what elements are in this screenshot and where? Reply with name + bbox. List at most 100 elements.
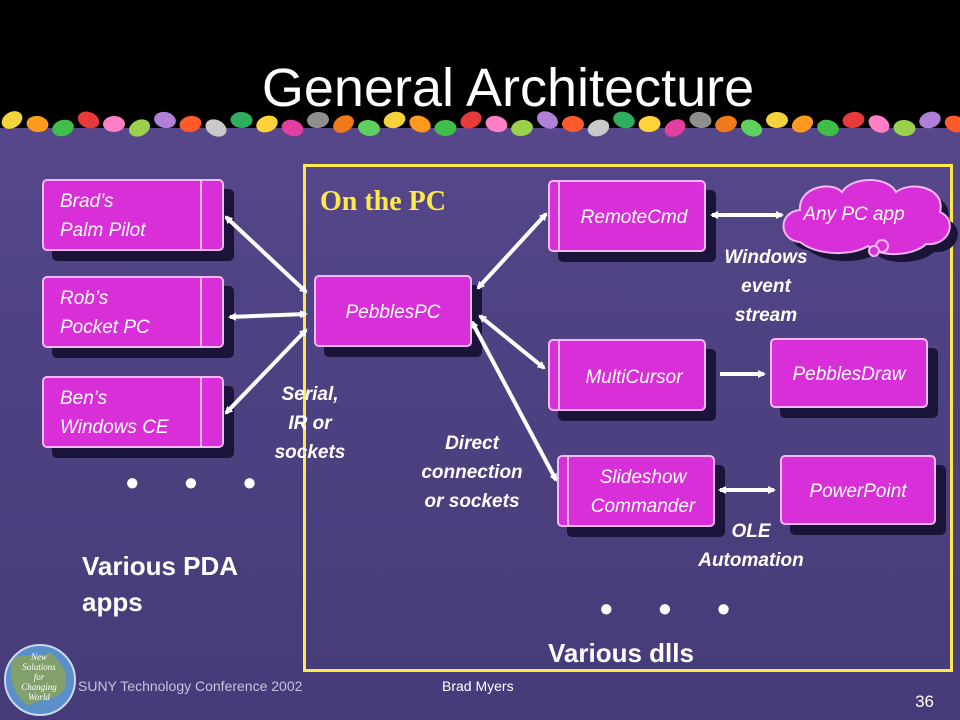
dll-caption: Various dlls [548, 638, 694, 668]
multicursor-label: MultiCursor [585, 367, 683, 388]
bead [562, 115, 584, 133]
arrow-pocketpc-hub [228, 310, 308, 321]
pc-section-frame [303, 164, 953, 672]
arrow-hub-remotecmd [476, 212, 548, 290]
remotecmd-label: RemoteCmd [580, 207, 688, 228]
pda-caption: Various PDA apps [82, 548, 238, 620]
pda-label-line2: Palm Pilot [60, 220, 146, 241]
pc-section-label: On the PC [320, 186, 446, 217]
bead [715, 115, 737, 133]
bead [740, 119, 763, 137]
windows-event-label: Windows event stream [706, 243, 826, 330]
arrow-hub-multicursor [478, 314, 546, 370]
bead [485, 115, 508, 133]
globe-word: Solutions [22, 662, 56, 672]
pda-box-pocketpc[interactable]: Rob’s Pocket PC [42, 276, 224, 348]
bead [766, 112, 788, 128]
bead [587, 119, 610, 137]
serial-line3: sockets [274, 442, 346, 463]
slideshow-commander-box[interactable]: Slideshow Commander [557, 455, 715, 527]
cloud-bubble-2 [868, 245, 880, 257]
bead [613, 111, 635, 129]
multicursor-box[interactable]: MultiCursor [548, 339, 706, 411]
dll-ellipsis: • • • [600, 588, 748, 629]
globe-word: for [33, 672, 45, 682]
bead [511, 119, 533, 137]
pda-label-line1: Ben’s [60, 388, 108, 409]
pda-label-line2: Pocket PC [60, 317, 150, 338]
windows-event-line2: event [741, 276, 791, 297]
pda-box-windowsce[interactable]: Ben’s Windows CE [42, 376, 224, 448]
slide-title: General Architecture [261, 58, 755, 118]
bead [103, 115, 125, 133]
bead [77, 111, 100, 129]
bead [944, 115, 960, 133]
bead [1, 111, 23, 129]
windows-event-line3: stream [734, 305, 798, 326]
bead [26, 115, 49, 133]
serial-line2: IR or [288, 413, 332, 434]
globe-logo [4, 644, 76, 716]
bead [333, 115, 354, 133]
bead [256, 115, 278, 133]
serial-label: Serial, IR or sockets [258, 380, 362, 467]
pda-caption-line2: apps [82, 587, 143, 617]
any-pc-app-label: Any PC app [803, 204, 905, 225]
globe-word: New [30, 652, 47, 662]
pda-label-line2: Windows CE [60, 417, 169, 438]
any-pc-app-label-wrap[interactable]: Any PC app [784, 198, 924, 230]
arrow-windowsce-hub [224, 328, 308, 415]
remotecmd-box[interactable]: RemoteCmd [548, 180, 706, 252]
bead [205, 119, 227, 137]
bead [638, 115, 661, 133]
pda-label-line1: Rob’s [60, 288, 109, 309]
arrow-palm-hub [224, 215, 308, 294]
bead [664, 119, 686, 137]
direct-line2: connection [421, 462, 523, 483]
pebblespc-label: PebblesPC [345, 302, 441, 323]
bead [409, 115, 431, 133]
ole-line2: Automation [698, 550, 804, 571]
pebblesdraw-box[interactable]: PebblesDraw [770, 338, 928, 408]
serial-line1: Serial, [281, 384, 339, 405]
bead [689, 111, 712, 129]
direct-connection-label: Direct connection or sockets [400, 429, 544, 516]
pda-ellipsis: • • • [126, 462, 274, 503]
pda-caption-line1: Various PDA [82, 551, 239, 581]
pda-label-line1: Brad’s [60, 191, 114, 212]
bead [383, 111, 406, 129]
pebblesdraw-label: PebblesDraw [792, 364, 906, 385]
bead [52, 119, 74, 137]
ole-line1: OLE [731, 521, 771, 542]
globe-word: World [28, 692, 50, 702]
pda-box-palm[interactable]: Brad’s Palm Pilot [42, 179, 224, 251]
globe-text: New Solutions for Changing World [4, 640, 74, 716]
direct-line1: Direct [445, 433, 499, 454]
bead [842, 111, 865, 129]
bead [230, 111, 253, 129]
bead [919, 111, 941, 129]
bead [154, 111, 176, 129]
bead [537, 111, 558, 129]
direct-line3: or sockets [424, 491, 520, 512]
bead [460, 111, 482, 129]
page-number: 36 [915, 692, 934, 711]
powerpoint-box[interactable]: PowerPoint [780, 455, 936, 525]
pebblespc-box[interactable]: PebblesPC [314, 275, 472, 347]
powerpoint-label: PowerPoint [809, 481, 907, 502]
bead [893, 119, 916, 137]
bead [307, 111, 329, 129]
bead [179, 115, 202, 133]
footer-conference: SUNY Technology Conference 2002 [78, 678, 303, 694]
footer-author: Brad Myers [442, 678, 514, 694]
bead [817, 119, 839, 137]
bead [281, 119, 304, 137]
globe-word: Changing [21, 682, 57, 692]
bead [358, 119, 380, 137]
slideshow-label-line1: Slideshow [599, 467, 687, 488]
title-band [0, 0, 960, 128]
bead [868, 115, 890, 133]
arrow-hub-slideshow [470, 320, 558, 482]
